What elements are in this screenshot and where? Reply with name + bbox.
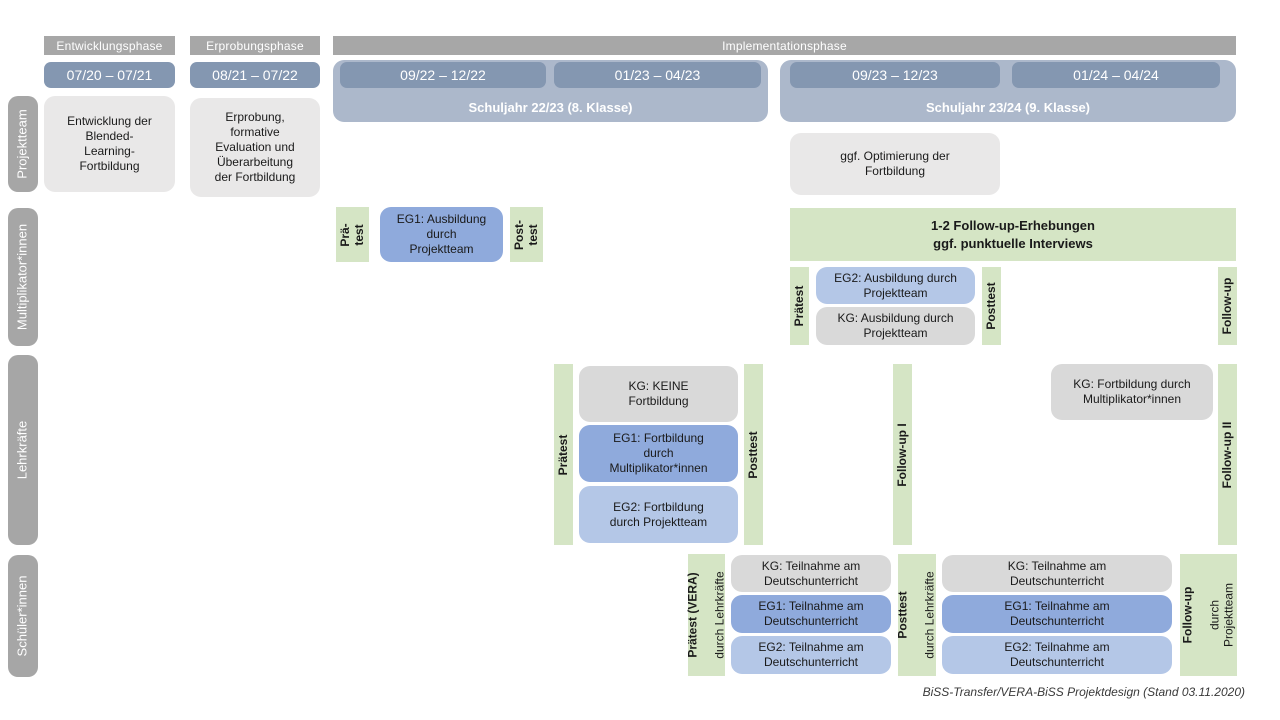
praetest-bar-multiplikatoren-1-text: Prä- test	[337, 222, 366, 247]
posttest-bar-multiplikatoren-2-text: Posttest	[983, 282, 998, 330]
date-pill-0124-0424: 01/24 – 04/24	[1012, 62, 1220, 88]
followup-schueler-sub: durch Projektteam	[1207, 582, 1236, 648]
date-pill-0720-0721: 07/20 – 07/21	[44, 62, 175, 88]
date-pill-0821-0722: 08/21 – 07/22	[190, 62, 320, 88]
phase-header-erprobung: Erprobungsphase	[190, 36, 320, 55]
box-kg-deutschunterricht-2: KG: Teilnahme am Deutschunterricht	[942, 555, 1172, 592]
followup2-bar-lehrkraefte: Follow-up II	[1218, 364, 1237, 545]
posttest-bar-lehrkraefte-text: Posttest	[745, 430, 760, 479]
row-label-multiplikatoren-text: Multiplikator*innen	[14, 223, 30, 331]
box-eg1-deutschunterricht-2: EG1: Teilnahme am Deutschunterricht	[942, 595, 1172, 633]
followup1-bar-lehrkraefte-text: Follow-up I	[894, 422, 909, 487]
box-optimierung-fortbildung: ggf. Optimierung der Fortbildung	[790, 133, 1000, 195]
box-kg-fortbildung-multiplikatoren: KG: Fortbildung durch Multiplikator*inne…	[1051, 364, 1213, 420]
praetest-vera-title: Prätest (VERA)	[684, 572, 699, 658]
row-label-projektteam: Projektteam	[8, 96, 38, 192]
phase-header-implementation: Implementationsphase	[333, 36, 1236, 55]
schoolyear-label-2223: Schuljahr 22/23 (8. Klasse)	[468, 100, 633, 115]
box-kg-ausbildung-projektteam: KG: Ausbildung durch Projektteam	[816, 307, 975, 345]
box-kg-keine-fortbildung: KG: KEINE Fortbildung	[579, 366, 738, 422]
box-entwicklung-fortbildung: Entwicklung der Blended- Learning- Fortb…	[44, 96, 175, 192]
date-pill-0923-1223: 09/23 – 12/23	[790, 62, 1000, 88]
box-eg1-fortbildung-multiplikatoren: EG1: Fortbildung durch Multiplikator*inn…	[579, 425, 738, 482]
row-label-schueler-text: Schüler*innen	[14, 575, 30, 657]
praetest-bar-multiplikatoren-2-text: Prätest	[791, 285, 806, 327]
box-eg1-ausbildung-projektteam: EG1: Ausbildung durch Projektteam	[380, 207, 503, 262]
box-followup-erhebungen: 1-2 Follow-up-Erhebungen ggf. punktuelle…	[790, 208, 1236, 261]
praetest-vera-bar-schueler: Prätest (VERA) durch Lehrkräfte	[684, 554, 727, 676]
row-label-schueler: Schüler*innen	[8, 555, 38, 677]
box-eg2-deutschunterricht-1: EG2: Teilnahme am Deutschunterricht	[731, 636, 891, 674]
box-eg2-deutschunterricht-2: EG2: Teilnahme am Deutschunterricht	[942, 636, 1172, 674]
followup-bar-multiplikatoren: Follow-up	[1218, 267, 1237, 345]
posttest-bar-multiplikatoren-2: Posttest	[982, 267, 1001, 345]
posttest-bar-multiplikatoren-1: Post- test	[510, 207, 543, 262]
box-erprobung-evaluation: Erprobung, formative Evaluation und Über…	[190, 98, 320, 197]
followup-schueler-title: Follow-up	[1179, 586, 1194, 644]
followup-bar-schueler: Follow-up durch Projektteam	[1180, 554, 1237, 676]
posttest-schueler-sub: durch Lehrkräfte	[922, 571, 937, 659]
posttest-bar-multiplikatoren-1-text: Post- test	[511, 219, 540, 250]
box-eg1-deutschunterricht-1: EG1: Teilnahme am Deutschunterricht	[731, 595, 891, 633]
followup2-bar-lehrkraefte-text: Follow-up II	[1219, 421, 1234, 488]
box-kg-deutschunterricht-1: KG: Teilnahme am Deutschunterricht	[731, 555, 891, 592]
row-label-projektteam-text: Projektteam	[14, 109, 30, 179]
row-label-multiplikatoren: Multiplikator*innen	[8, 208, 38, 346]
praetest-vera-sub: durch Lehrkräfte	[712, 571, 727, 659]
box-eg2-fortbildung-projektteam: EG2: Fortbildung durch Projektteam	[579, 486, 738, 543]
praetest-bar-lehrkraefte-text: Prätest	[555, 434, 570, 475]
praetest-bar-multiplikatoren-1: Prä- test	[336, 207, 369, 262]
date-pill-0922-1222: 09/22 – 12/22	[340, 62, 546, 88]
posttest-bar-lehrkraefte: Posttest	[744, 364, 763, 545]
schoolyear-band-2324: 09/23 – 12/23 01/24 – 04/24 Schuljahr 23…	[780, 60, 1236, 122]
row-label-lehrkraefte: Lehrkräfte	[8, 355, 38, 545]
followup-bar-multiplikatoren-text: Follow-up	[1219, 277, 1234, 335]
followup1-bar-lehrkraefte: Follow-up I	[893, 364, 912, 545]
posttest-schueler-title: Posttest	[895, 591, 910, 639]
praetest-bar-lehrkraefte: Prätest	[554, 364, 573, 545]
followup-bar-schueler-text: Follow-up durch Projektteam	[1167, 583, 1250, 647]
schoolyear-band-2223: 09/22 – 12/22 01/23 – 04/23 Schuljahr 22…	[333, 60, 768, 122]
praetest-bar-multiplikatoren-2: Prätest	[790, 267, 809, 345]
posttest-bar-schueler: Posttest durch Lehrkräfte	[895, 554, 937, 676]
row-label-lehrkraefte-text: Lehrkräfte	[14, 420, 30, 480]
box-eg2-ausbildung-projektteam: EG2: Ausbildung durch Projektteam	[816, 267, 975, 304]
schoolyear-label-2324: Schuljahr 23/24 (9. Klasse)	[925, 100, 1091, 115]
date-pill-0123-0423: 01/23 – 04/23	[554, 62, 761, 88]
phase-header-entwicklung: Entwicklungsphase	[44, 36, 175, 55]
slide-caption: BiSS-Transfer/VERA-BiSS Projektdesign (S…	[922, 685, 1245, 699]
